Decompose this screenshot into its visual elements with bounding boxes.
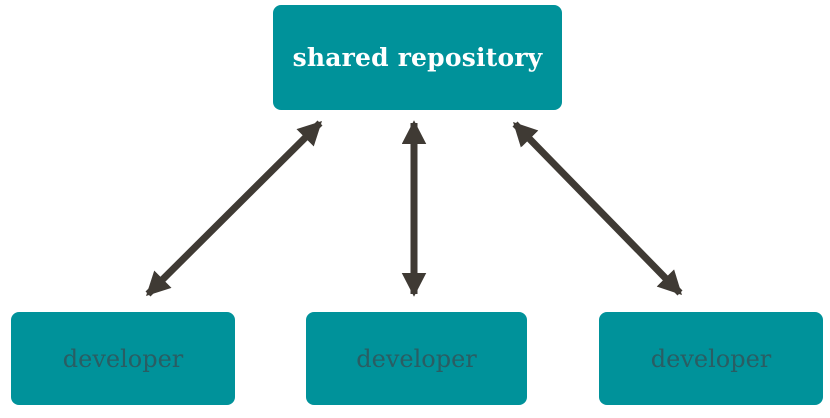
edge-developer1-repository-bidirectional-arrow [145, 120, 323, 297]
node-developer-3: developer [599, 312, 823, 405]
developer-2-label: developer [356, 344, 477, 373]
node-developer-1: developer [11, 312, 235, 405]
shared-repository-label: shared repository [292, 43, 543, 72]
developer-1-label: developer [62, 344, 184, 373]
node-developer-2: developer [306, 312, 527, 405]
edge-developer3-repository-bidirectional-arrow [512, 121, 683, 296]
developer-3-label: developer [650, 344, 772, 373]
node-shared-repository: shared repository [273, 5, 562, 110]
